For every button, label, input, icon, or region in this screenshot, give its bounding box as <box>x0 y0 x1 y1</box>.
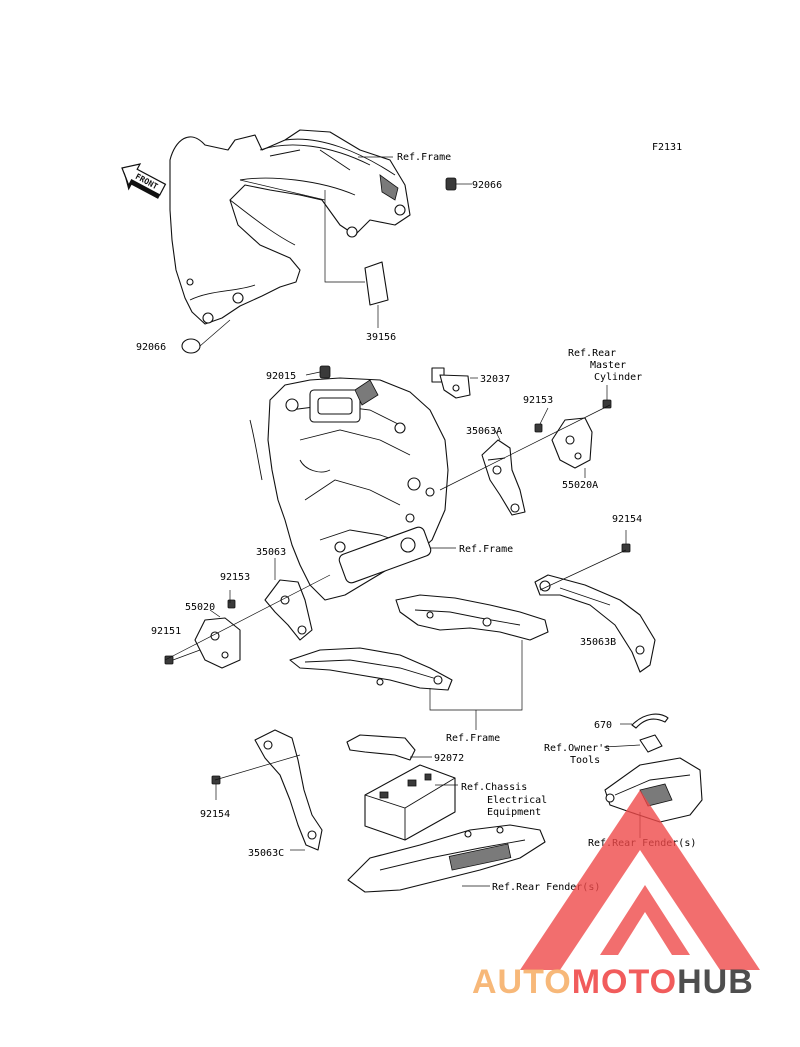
guard-55020 <box>194 617 241 669</box>
watermark-auto: AUTO <box>472 963 572 1001</box>
callout-92153-right: 92153 <box>523 395 553 406</box>
nut-92015 <box>305 365 331 379</box>
callout-ref-frame-top: Ref.Frame <box>397 152 451 163</box>
main-frame <box>249 377 449 601</box>
callout-32037: 32037 <box>480 374 510 385</box>
bolt-92153-right <box>534 407 549 433</box>
bolt-master-cyl <box>602 385 612 409</box>
diagram-code: F2131 <box>652 142 682 153</box>
cap-92066-left <box>181 319 231 354</box>
callout-ref-chassis-2: Electrical <box>487 795 547 806</box>
callout-ref-frame-low: Ref.Frame <box>446 733 500 744</box>
front-arrow-icon: FRONT <box>121 163 167 199</box>
callout-670: 670 <box>594 720 612 731</box>
callout-ref-tools-1: Ref.Owner's <box>544 743 610 754</box>
callout-ref-chassis-1: Ref.Chassis <box>461 782 527 793</box>
bolt-92153-left <box>227 599 236 609</box>
seal-670 <box>620 713 669 729</box>
callout-35063C: 35063C <box>248 848 284 859</box>
passenger-footrest-35063C <box>254 729 323 851</box>
callout-39156: 39156 <box>366 332 396 343</box>
guard-55020A <box>551 417 593 469</box>
callout-ref-frame-mid: Ref.Frame <box>459 544 513 555</box>
watermark-wordmark: AUTOMOTOHUB <box>472 963 754 1001</box>
upper-frame-assembly <box>169 129 411 325</box>
passenger-footrest-35063B <box>534 574 656 673</box>
callout-92154-right: 92154 <box>612 514 642 525</box>
callout-92153-left: 92153 <box>220 572 250 583</box>
callout-35063A: 35063A <box>466 426 502 437</box>
svg-text:AUTOMOTOHUB: AUTOMOTOHUB <box>472 963 754 1001</box>
callout-ref-tools-2: Tools <box>570 755 600 766</box>
tool-pouch <box>603 734 663 753</box>
bolt-92066-upper <box>445 177 472 191</box>
watermark-logo-icon <box>520 790 760 970</box>
bolt-92154-right <box>621 530 631 553</box>
footrest-bracket-35063A <box>481 439 526 516</box>
label-plate-39156 <box>239 179 389 328</box>
callout-55020: 55020 <box>185 602 215 613</box>
callout-35063B: 35063B <box>580 637 616 648</box>
callout-35063: 35063 <box>256 547 286 558</box>
electrical-box <box>364 764 458 841</box>
sub-frame-lower <box>289 647 453 691</box>
callout-92066-left: 92066 <box>136 342 166 353</box>
callout-ref-rear-fender-b: Ref.Rear Fender(s) <box>492 882 600 893</box>
callout-ref-rear-master-3: Cylinder <box>594 372 642 383</box>
watermark-hub: HUB <box>677 963 754 1001</box>
callout-55020A: 55020A <box>562 480 598 491</box>
callout-92072: 92072 <box>434 753 464 764</box>
bracket-92072 <box>346 734 432 761</box>
callout-ref-chassis-3: Equipment <box>487 807 541 818</box>
sub-frame-upper <box>395 594 549 641</box>
callout-ref-rear-master-2: Master <box>590 360 626 371</box>
footrest-bracket-35063 <box>264 579 313 641</box>
callout-92154-left: 92154 <box>200 809 230 820</box>
bolt-32037 <box>431 367 478 399</box>
callout-ref-rear-master-1: Ref.Rear <box>568 348 616 359</box>
callout-92015: 92015 <box>266 371 296 382</box>
callout-92066-upper: 92066 <box>472 180 502 191</box>
callout-92151: 92151 <box>151 626 181 637</box>
watermark-triangle <box>520 790 760 970</box>
tool-tray <box>604 757 703 838</box>
rear-fender-tray <box>347 824 546 893</box>
watermark-moto: MOTO <box>572 963 677 1001</box>
